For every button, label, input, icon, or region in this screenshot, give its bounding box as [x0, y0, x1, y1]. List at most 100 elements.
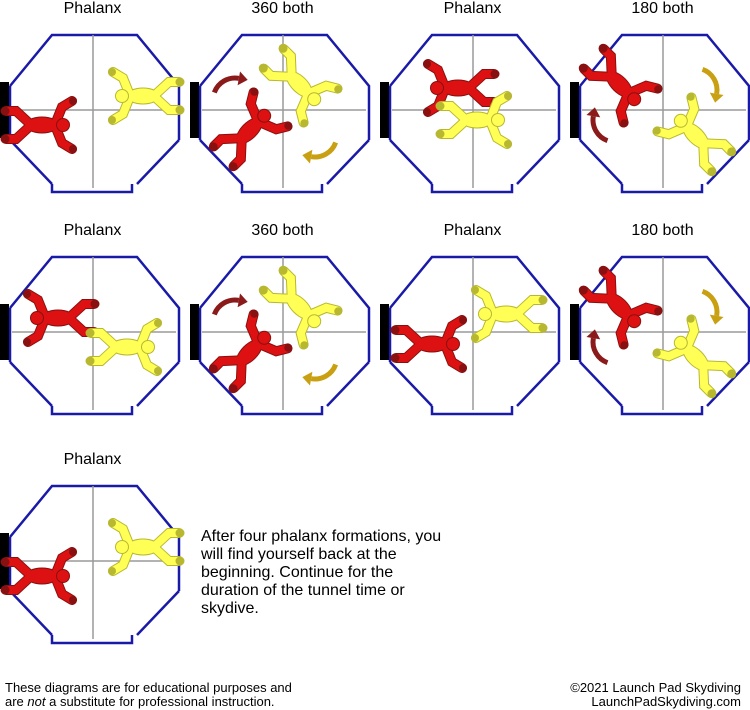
rotation-arrow-red	[211, 71, 248, 94]
yellow-flyer	[435, 91, 512, 149]
foot	[598, 43, 608, 53]
tunnel-diagram	[380, 33, 561, 194]
tunnel-wall-top	[9, 33, 181, 140]
hand	[686, 92, 695, 101]
hand	[250, 87, 259, 96]
torso	[26, 117, 58, 133]
panel-title: Phalanx	[443, 222, 502, 239]
arrow-shaft	[310, 141, 339, 160]
disclaimer-post: a substitute for professional instructio…	[45, 694, 275, 709]
tunnel-wall-top	[199, 33, 371, 140]
foot	[390, 353, 400, 363]
hand	[108, 68, 116, 76]
tunnel-wall-bottom-left	[199, 361, 243, 407]
tunnel-door	[380, 82, 389, 138]
arm	[442, 343, 466, 372]
arm	[109, 546, 133, 575]
hand	[652, 126, 661, 135]
foot	[435, 129, 445, 139]
red-flyer	[578, 265, 663, 350]
head	[115, 89, 129, 103]
tunnel-door	[570, 82, 579, 138]
arm	[683, 315, 699, 350]
panel-title: Phalanx	[63, 0, 122, 17]
rotation-arrow-yellow	[701, 66, 724, 103]
rotation-arrow-red	[586, 329, 609, 366]
arrow-head	[237, 293, 248, 308]
arrow-shaft	[701, 288, 720, 317]
tunnel-wall-bottom-left	[199, 139, 243, 185]
hand	[108, 519, 116, 527]
tunnel-door-frame	[620, 184, 704, 194]
tunnel-door-frame	[240, 406, 324, 416]
arm	[257, 340, 292, 356]
tunnel-wall-bottom-right	[516, 361, 560, 407]
yellow-flyer	[108, 518, 185, 576]
foot	[0, 557, 10, 567]
tunnel-diagram	[0, 33, 185, 194]
head	[115, 540, 129, 554]
hand	[300, 119, 309, 128]
head	[673, 113, 688, 128]
panel-title: Phalanx	[63, 451, 122, 468]
arrow-shaft	[211, 297, 240, 316]
arrow-head	[237, 71, 248, 86]
tunnel-wall-bottom-right	[706, 361, 750, 407]
panel-title: 360 both	[251, 0, 314, 17]
tunnel-door	[190, 82, 199, 138]
website-line: LaunchPadSkydiving.com	[591, 694, 741, 709]
tunnel-diagram	[0, 255, 181, 416]
arm	[52, 124, 76, 153]
rotation-arrow-yellow	[302, 141, 339, 164]
hand	[284, 343, 293, 352]
panel-5: Phalanx	[0, 222, 185, 432]
head	[307, 314, 322, 329]
tunnel-door	[380, 304, 389, 360]
arrow-head	[586, 329, 601, 340]
torso	[127, 88, 159, 104]
tunnel-diagram	[190, 33, 371, 194]
hand	[423, 60, 431, 68]
foot	[175, 77, 185, 87]
red-flyer	[208, 309, 293, 394]
foot	[598, 265, 608, 275]
hand	[108, 567, 116, 575]
tunnel-door	[0, 304, 9, 360]
torso	[236, 340, 262, 366]
tunnel-diagram	[570, 255, 750, 416]
hand	[108, 116, 116, 124]
head	[257, 330, 272, 345]
hand	[459, 316, 467, 324]
foot	[278, 265, 288, 275]
head	[257, 108, 272, 123]
arm	[442, 316, 466, 345]
panel-title: Phalanx	[443, 0, 502, 17]
rotation-arrow-red	[586, 107, 609, 144]
yellow-flyer	[258, 43, 343, 128]
arm	[52, 575, 76, 604]
torso	[127, 539, 159, 555]
hand	[504, 92, 512, 100]
torso	[461, 112, 493, 128]
torso	[42, 310, 74, 326]
torso	[606, 293, 632, 319]
arm	[52, 548, 76, 577]
panel-6: 360 both	[190, 222, 375, 432]
arm	[246, 88, 262, 123]
torso	[606, 71, 632, 97]
disclaimer-emphasis: not	[27, 694, 46, 709]
foot	[85, 328, 95, 338]
red-flyer	[390, 315, 467, 373]
arm	[307, 303, 342, 319]
arm	[257, 118, 292, 134]
hand	[620, 119, 629, 128]
tunnel-wall-bottom-left	[389, 361, 433, 407]
hand	[471, 334, 479, 342]
yellow-flyer	[652, 92, 737, 177]
head	[446, 337, 460, 351]
panel-title: 360 both	[251, 222, 314, 239]
tunnel-door-frame	[240, 184, 324, 194]
tunnel-wall-bottom-right	[326, 361, 370, 407]
tunnel-wall-top	[199, 255, 371, 362]
arrow-shaft	[701, 66, 720, 95]
